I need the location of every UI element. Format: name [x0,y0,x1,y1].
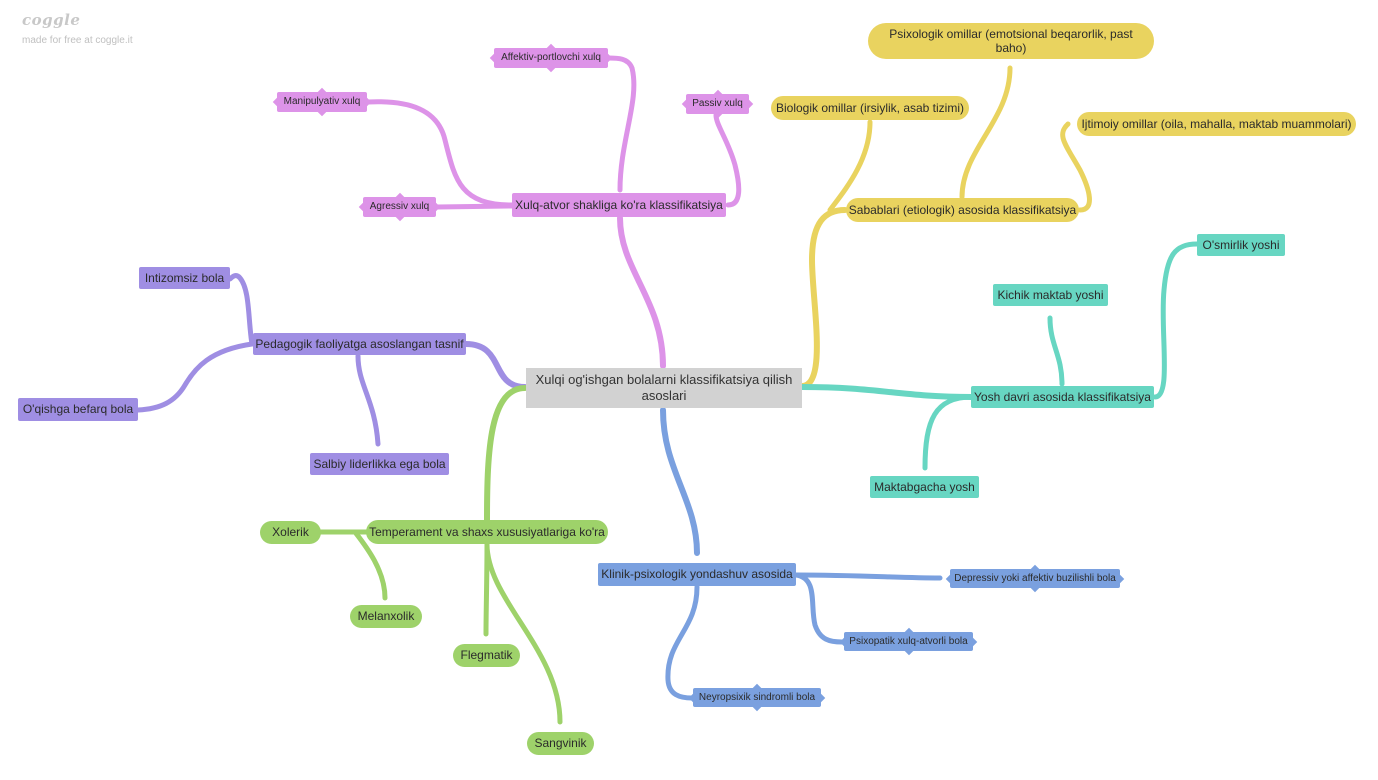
branch-center-klinik [660,407,700,556]
sabablari-node[interactable]: Sabablari (etiologik) asosida klassifika… [846,198,1079,222]
intizomsiz-node[interactable]: Intizomsiz bola [139,267,230,289]
branch-forma-agressiv [434,203,515,210]
sangvinik-node[interactable]: Sangvinik [527,732,594,755]
branch-forma-affektiv [605,55,637,193]
yosh-node[interactable]: Yosh davri asosida klassifikatsiya [971,386,1154,408]
branch-pedagogik-oqishga [135,341,255,413]
branch-yosh-osmirlik [1152,241,1200,400]
manipulyativ-node[interactable]: Manipulyativ xulq [277,92,367,112]
depressiv-node[interactable]: Depressiv yoki affektiv buzilishli bola [950,569,1120,588]
pedagogik-node[interactable]: Pedagogik faoliyatga asoslangan tasnif [253,333,466,355]
branch-klinik-depressiv [793,572,943,581]
temperament-node[interactable]: Temperament va shaxs xususiyatlariga ko'… [366,520,608,544]
branch-sabablari-psixologik [959,65,1013,200]
neyro-node[interactable]: Neyropsixik sindromli bola [693,688,821,707]
ijtimoiy-node[interactable]: Ijtimoiy omillar (oila, mahalla, maktab … [1077,112,1356,136]
branch-center-pedagogik [463,341,528,390]
branch-center-forma [617,215,666,369]
center-node[interactable]: Xulqi og'ishgan bolalarni klassifikatsiy… [526,368,802,408]
branch-forma-passiv [713,112,742,208]
xolerik-node[interactable]: Xolerik [260,521,321,544]
agressiv-node[interactable]: Agressiv xulq [363,197,436,217]
watermark-subtitle: made for free at coggle.it [22,35,133,46]
branch-center-temperament [484,385,528,523]
forma-node[interactable]: Xulq-atvor shakliga ko'ra klassifikatsiy… [512,193,726,217]
branch-klinik-neyro [665,584,700,701]
passiv-node[interactable]: Passiv xulq [686,94,749,114]
branch-yosh-kichik [1047,315,1065,387]
branch-sabablari-ijtimoiy [1060,121,1092,213]
affektiv-node[interactable]: Affektiv-portlovchi xulq [494,48,608,68]
kichik-node[interactable]: Kichik maktab yoshi [993,284,1108,306]
branch-pedagogik-intizomsiz [227,273,255,347]
branch-pedagogik-salbiy [355,353,381,447]
branch-forma-manipulyativ [365,99,515,208]
psixologik-node[interactable]: Psixologik omillar (emotsional beqarorli… [868,23,1154,59]
salbiy-node[interactable]: Salbiy liderlikka ega bola [310,453,449,475]
coggle-logo: coggle [22,11,81,29]
biologik-node[interactable]: Biologik omillar (irsiylik, asab tizimi) [771,96,969,120]
branch-temperament-sangvinik [484,541,563,725]
branch-sabablari-biologik [827,119,873,213]
oqishga-node[interactable]: O'qishga befarq bola [18,398,138,421]
flegmatik-node[interactable]: Flegmatik [453,644,520,667]
osmirlik-node[interactable]: O'smirlik yoshi [1197,234,1285,256]
branch-yosh-maktabgacha [922,394,975,471]
maktabgacha-node[interactable]: Maktabgacha yosh [870,476,979,498]
branch-center-sabablari [799,207,848,389]
branch-center-yosh [799,384,975,400]
psixopatik-node[interactable]: Psixopatik xulq-atvorli bola [844,632,973,651]
branch-temperament-melanxolik [352,529,388,601]
melanxolik-node[interactable]: Melanxolik [350,605,422,628]
klinik-node[interactable]: Klinik-psixologik yondashuv asosida [598,563,796,586]
branch-klinik-psixopatik [793,572,845,645]
